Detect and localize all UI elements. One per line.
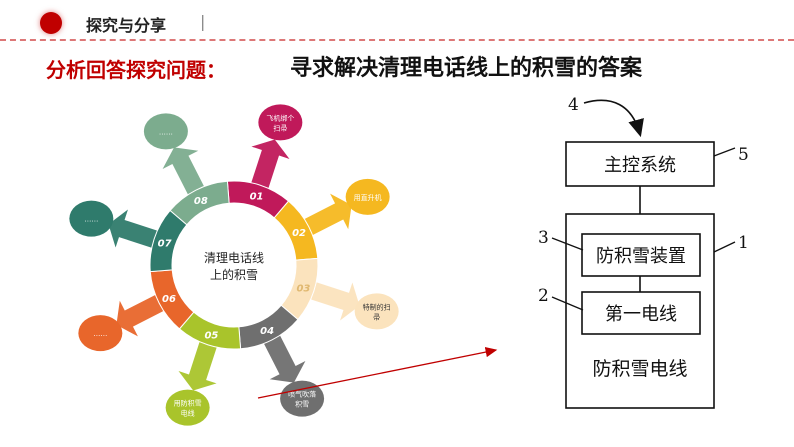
arrow-08 (162, 147, 207, 200)
bubble-06 (78, 315, 123, 352)
patent-label-3: 3 (538, 228, 549, 248)
header-divider (0, 39, 794, 41)
bubble-04 (280, 380, 325, 417)
segment-number-04: 04 (260, 326, 274, 337)
first-wire-label: 第一电线 (605, 304, 677, 325)
bubble-label-06: …… (93, 330, 107, 338)
connector-arrow (257, 346, 498, 399)
arrow-03 (305, 280, 360, 321)
patent-label-5: 5 (738, 145, 749, 165)
bubble-label-04: 喷气吹落 (288, 390, 316, 399)
center-text-line2: 上的积雪 (210, 267, 258, 282)
segment-number-01: 01 (250, 192, 264, 203)
bubble-03 (354, 293, 399, 330)
bubble-label-05: 用防积雪 (174, 399, 202, 408)
question-title: 分析回答探究问题： (46, 58, 226, 82)
anti-snow-device-box (581, 233, 701, 277)
bubble-label-04: 积雪 (295, 400, 309, 409)
patent-label-1: 1 (738, 233, 749, 253)
bubble-label-02: 用直升机 (354, 193, 382, 202)
header-bullet-icon (40, 12, 62, 34)
segment-number-07: 07 (158, 238, 172, 249)
ring-segment-08 (169, 180, 230, 226)
answer-title: 寻求解决清理电话线上的积雪的答案 (290, 56, 643, 81)
bubble-label-03: 帚 (373, 313, 380, 321)
bubble-07 (69, 200, 114, 237)
bubble-08 (143, 113, 188, 150)
bubble-label-08: …… (159, 128, 173, 136)
section-label: 探究与分享 (86, 16, 167, 35)
bubble-label-05: 电线 (181, 409, 195, 418)
segment-number-05: 05 (204, 330, 218, 341)
arrow-01 (249, 139, 290, 194)
patent-arrow-4 (583, 99, 644, 138)
patent-figure: 4 主控系统 5 防积雪装置 第一电线 防积雪电线 3 2 1 (538, 95, 749, 409)
segment-number-02: 02 (292, 228, 306, 239)
center-text-line1: 清理电话线 (204, 251, 264, 265)
main-control-box (565, 141, 715, 187)
bubble-label-01: 飞机绑个 (266, 113, 294, 122)
patent-label-4: 4 (568, 95, 579, 115)
patent-label-2: 2 (538, 286, 549, 306)
main-control-label: 主控系统 (604, 155, 676, 176)
arrow-07 (108, 209, 163, 250)
center-circle (173, 204, 295, 326)
bubble-label-01: 扫帚 (273, 123, 287, 132)
header-separator: | (200, 12, 206, 31)
anti-snow-device-label: 防积雪装置 (596, 246, 686, 267)
first-wire-box (581, 291, 701, 335)
segment-number-08: 08 (194, 196, 208, 207)
arrow-06 (116, 292, 169, 337)
bubble-02 (345, 178, 390, 215)
bubble-05 (165, 389, 210, 426)
arrow-02 (299, 193, 352, 238)
arrow-05 (178, 336, 219, 391)
arrow-04 (261, 330, 306, 383)
anti-snow-wire-label: 防积雪电线 (592, 358, 687, 380)
segment-number-03: 03 (296, 284, 310, 295)
bubble-label-07: …… (84, 216, 98, 224)
segment-number-06: 06 (162, 294, 176, 305)
bubble-01 (258, 104, 303, 141)
header-bar: 探究与分享 | (0, 0, 794, 44)
bubble-label-03: 特制的扫 (363, 302, 391, 311)
